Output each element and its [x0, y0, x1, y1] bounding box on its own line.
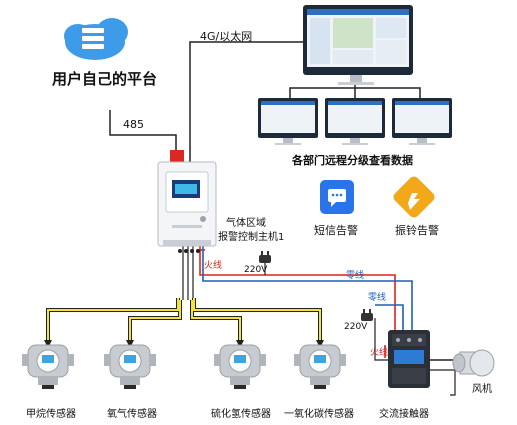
remote-monitors [258, 98, 452, 145]
voltage-side-label: 220V [344, 322, 368, 332]
ring-icon [393, 176, 435, 218]
sensor-devices [22, 344, 346, 389]
controller-name-line1: 气体区域 [226, 218, 266, 229]
sensor-label-oxygen: 氧气传感器 [107, 409, 157, 420]
sensor-cables [46, 298, 322, 345]
controller-name-line2: 报警控制主机1 [218, 232, 285, 243]
voltage-top-label: 220V [244, 265, 268, 275]
alarm-controller [157, 150, 217, 253]
rs485-label: 485 [123, 118, 144, 131]
contactor-label: 交流接触器 [379, 409, 429, 420]
live-wire-label-2: 火线 [370, 348, 389, 358]
alert-label-sms: 短信告警 [314, 224, 358, 237]
rs485-line [109, 110, 177, 162]
sensor-label-methane: 甲烷传感器 [26, 409, 76, 420]
fan-device [452, 349, 495, 377]
sensor-label-h2s: 硫化氢传感器 [211, 409, 271, 420]
alert-label-ring: 振铃告警 [395, 224, 439, 237]
cloud-icon [64, 18, 128, 60]
main-monitor-icon [303, 5, 413, 85]
platform-label: 用户自己的平台 [52, 70, 158, 88]
sms-icon [320, 180, 354, 214]
network-line [189, 41, 305, 162]
network-label: 4G/以太网 [200, 30, 253, 43]
sensor-label-co: 一氧化碳传感器 [284, 409, 354, 420]
plug-icon-side [361, 309, 373, 321]
live-wire-label: 火线 [204, 261, 223, 271]
neutral-wire-label-2: 零线 [368, 293, 387, 303]
neutral-wire-label: 零线 [346, 271, 365, 281]
fan-label: 风机 [472, 384, 492, 395]
remote-caption: 各部门远程分级查看数据 [292, 154, 413, 167]
plug-icon-top [259, 251, 271, 263]
contactor-device [388, 330, 430, 388]
